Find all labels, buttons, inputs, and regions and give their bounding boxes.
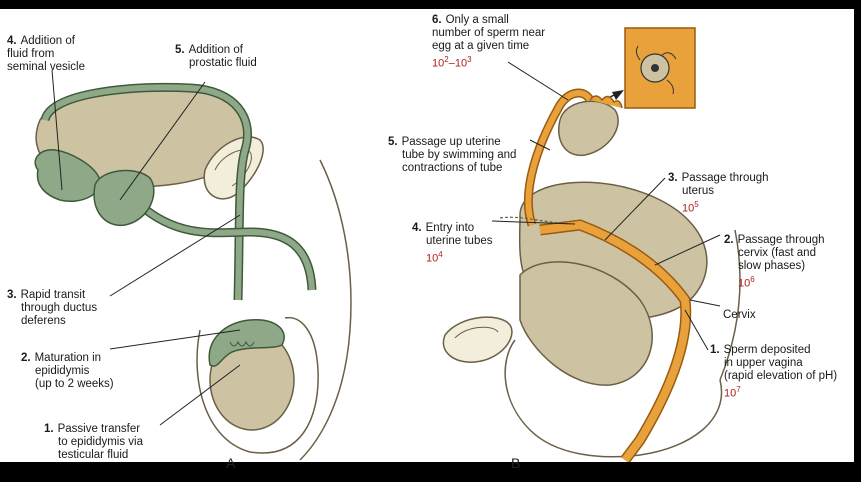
label-a-step-2: 2.Maturation in epididymis (up to 2 week…	[21, 352, 114, 391]
panel-label-a: A	[226, 455, 235, 471]
thigh-outline	[300, 160, 351, 460]
label-b-step-3: 3.Passage through uterus 105	[668, 172, 769, 216]
pubic-bone-female	[443, 317, 512, 362]
figure-canvas: 4.Addition of fluid from seminal vesicle…	[0, 9, 854, 462]
value-b-step-6: 102–103	[432, 53, 545, 71]
prostate	[94, 171, 154, 226]
bottom-border	[0, 462, 861, 482]
label-b-step-1: 1.Sperm deposited in upper vagina (rapid…	[710, 344, 837, 401]
right-border	[854, 0, 861, 482]
value-b-step-3: 105	[668, 198, 769, 216]
label-b-step-4: 4.Entry into uterine tubes 104	[412, 222, 493, 266]
value-b-step-2: 106	[724, 273, 825, 291]
leader-cervix	[690, 300, 720, 306]
label-a-step-5: 5.Addition of prostatic fluid	[175, 44, 257, 70]
label-b-step-5: 5.Passage up uterine tube by swimming an…	[388, 136, 516, 175]
value-b-step-1: 107	[710, 383, 837, 401]
label-b-step-2: 2.Passage through cervix (fast and slow …	[724, 234, 825, 291]
top-border	[0, 0, 861, 9]
label-b-step-6: 6.Only a small number of sperm near egg …	[432, 14, 545, 71]
value-b-step-4: 104	[412, 248, 493, 266]
label-a-step-1: 1.Passive transfer to epididymis via tes…	[44, 423, 143, 462]
male-anatomy	[35, 70, 351, 460]
label-a-step-4: 4.Addition of fluid from seminal vesicle	[7, 35, 85, 74]
panel-label-b: B	[511, 455, 520, 471]
ovary	[559, 101, 618, 155]
label-cervix: Cervix	[723, 309, 756, 322]
label-a-step-3: 3.Rapid transit through ductus deferens	[7, 289, 97, 328]
